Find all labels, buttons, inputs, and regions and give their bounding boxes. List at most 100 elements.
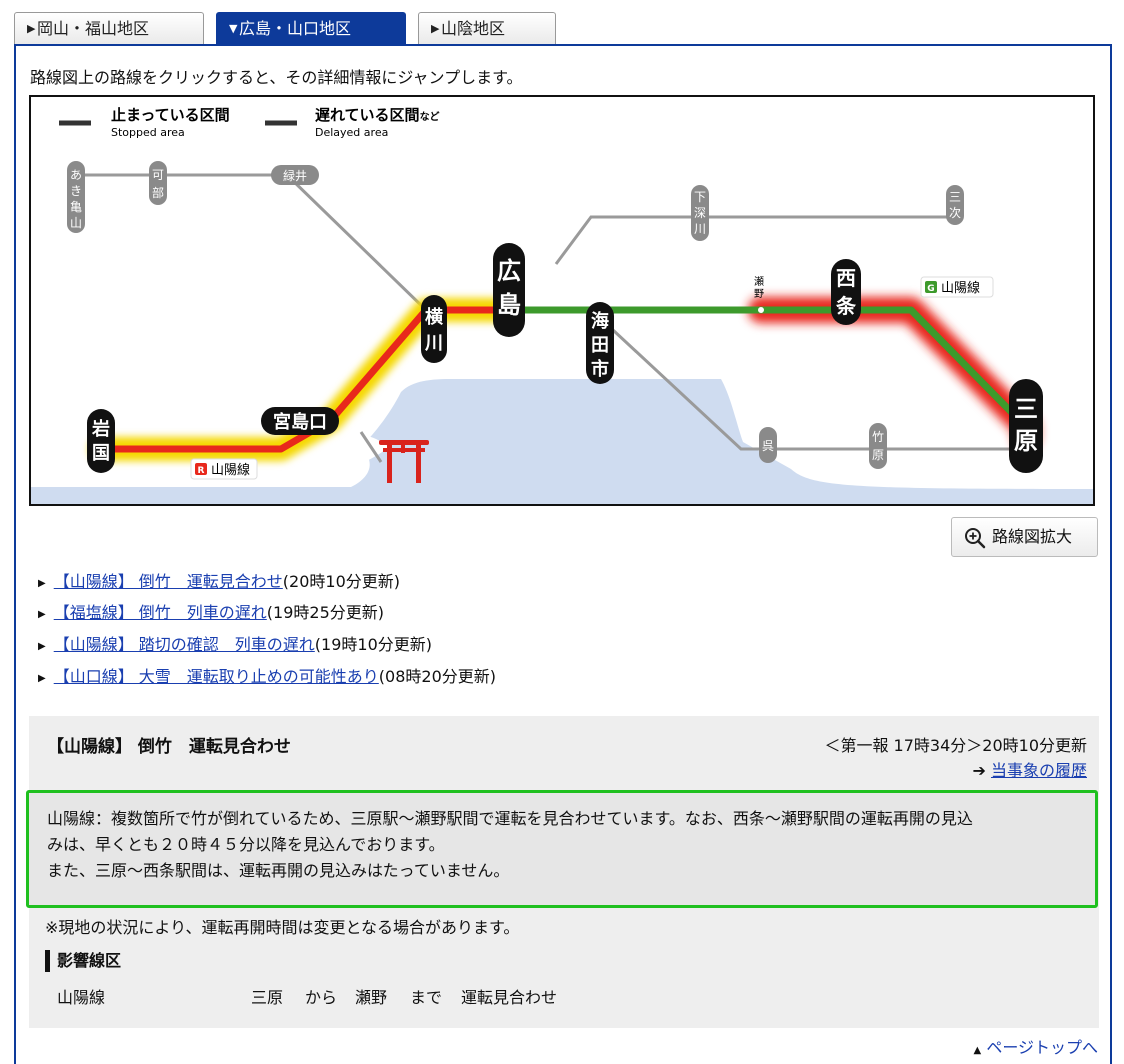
affected-to: 瀬野	[355, 988, 388, 1007]
news-time: (19時10分更新)	[314, 635, 433, 654]
route-map-svg: 止まっている区間 Stopped area 遅れている区間など Delayed …	[31, 106, 1093, 504]
seno-station-dot	[758, 307, 764, 313]
station-label: 岩	[91, 418, 110, 440]
station-label: 亀	[70, 200, 82, 214]
station-label: 三	[949, 190, 961, 204]
line-badge-g-sanyo: G 山陽線	[920, 276, 994, 298]
station-label: 横	[425, 306, 444, 328]
map-instruction: 路線図上の路線をクリックすると、その詳細情報にジャンプします。	[30, 68, 523, 87]
incident-timestamp: ＜第一報 17時34分＞20時10分更新	[824, 736, 1087, 755]
station-iwakuni[interactable]	[87, 409, 115, 473]
station-label: 呉	[762, 439, 774, 453]
ferry-line	[359, 431, 383, 463]
station-label: 宮島口	[273, 411, 327, 433]
up-arrow-icon: ▲	[973, 1045, 982, 1056]
affected-from: 三原	[251, 988, 284, 1007]
incident-history-link[interactable]: 当事象の履歴	[990, 761, 1087, 780]
route-map: 止まっている区間 Stopped area 遅れている区間など Delayed …	[29, 95, 1095, 506]
tab-sanin[interactable]: ▶ 山陰地区	[418, 12, 556, 45]
page-top-link[interactable]: ページトップへ	[986, 1038, 1098, 1057]
news-link-fukuen[interactable]: 【福塩線】 倒竹 列車の遅れ	[53, 603, 267, 622]
bullet-arrow-icon: ▶	[38, 673, 46, 684]
history-row: ➔ 当事象の履歴	[972, 757, 1087, 781]
station-label: 原	[872, 448, 884, 462]
station-label: 島	[497, 291, 521, 319]
tab-arrow-icon: ▼	[229, 22, 238, 35]
station-label: 川	[694, 222, 706, 236]
major-stations: 広 島 横 川 海 田 市 西 条 三 原 岩 国 宮島口	[87, 243, 1043, 473]
station-label: 部	[152, 185, 164, 200]
station-label: 広	[497, 257, 521, 285]
line-r-icon	[195, 463, 207, 475]
station-label: 次	[949, 206, 961, 220]
geibi-line	[554, 215, 956, 265]
incident-detail: 【山陽線】 倒竹 運転見合わせ ＜第一報 17時34分＞20時10分更新 ➔ 当…	[26, 716, 1099, 1028]
message-line: 山陽線：複数箇所で竹が倒れているため、三原駅～瀬野駅間で運転を見合わせています。…	[47, 809, 973, 828]
station-yokogawa[interactable]	[421, 295, 447, 363]
affected-lines-heading: 影響線区	[45, 950, 121, 972]
station-kure[interactable]	[759, 427, 777, 463]
bullet-arrow-icon: ▶	[38, 609, 46, 620]
station-label: 原	[1014, 427, 1038, 455]
badge-label: 山陽線	[941, 280, 980, 296]
tab-label: 山陰地区	[441, 19, 506, 38]
station-label: あ	[70, 168, 82, 182]
page-top-link-row: ▲ ページトップへ	[974, 1034, 1098, 1058]
affected-status: 運転見合わせ	[461, 988, 558, 1007]
station-label: 緑井	[283, 168, 307, 183]
station-miyajimaguchi[interactable]	[261, 407, 339, 435]
zoom-button-label: 路線図拡大	[992, 527, 1073, 546]
station-kaitaichi[interactable]	[586, 302, 614, 384]
island-edge	[349, 435, 389, 469]
news-link-yamaguchi[interactable]: 【山口線】 大雪 運転取り止めの可能性あり	[53, 667, 379, 686]
station-label: 竹	[872, 430, 884, 444]
map-legend: 止まっている区間 Stopped area 遅れている区間など Delayed …	[47, 106, 440, 139]
zoom-in-icon	[965, 528, 986, 549]
station-shimofukawa[interactable]	[691, 185, 709, 241]
station-saijo[interactable]	[831, 259, 861, 325]
station-label: 条	[836, 294, 857, 318]
legend-delayed-label: 遅れている区間など	[315, 106, 440, 124]
message-line: みは、早くとも２０時４５分以降を見込んでおります。	[47, 835, 445, 854]
badge-bg	[190, 458, 258, 480]
tab-label: 岡山・福山地区	[37, 19, 150, 38]
tab-okayama-fukuyama[interactable]: ▶ 岡山・福山地区	[14, 12, 204, 45]
map-zoom-button[interactable]: 路線図拡大	[951, 517, 1098, 557]
bullet-arrow-icon: ▶	[38, 578, 46, 589]
news-time: (19時25分更新)	[266, 603, 385, 622]
station-seno-1: 瀬	[754, 276, 764, 288]
incident-title: 【山陽線】 倒竹 運転見合わせ	[47, 737, 291, 757]
kure-line	[597, 315, 1031, 451]
message-line: また、三原～西条駅間は、運転再開の見込みはたっていません。	[47, 861, 510, 880]
list-item: ▶【山口線】 大雪 運転取り止めの可能性あり(08時20分更新)	[38, 665, 496, 689]
tab-hiroshima-yamaguchi[interactable]: ▼ 広島・山口地区	[216, 12, 406, 46]
grey-lines	[75, 173, 1031, 463]
news-link-sanyo-tochiku[interactable]: 【山陽線】 倒竹 運転見合わせ	[53, 572, 283, 591]
station-seno-2: 野	[754, 288, 764, 300]
station-hiroshima[interactable]	[493, 243, 525, 337]
station-kabe[interactable]	[149, 161, 167, 205]
bullet-arrow-icon: ▶	[38, 641, 46, 652]
incident-note: ※現地の状況により、運転再開時間は変更となる場合があります。	[45, 918, 520, 937]
station-aki-kameyama[interactable]	[67, 161, 85, 233]
affected-made: まで	[410, 988, 443, 1007]
incident-message: 山陽線：複数箇所で竹が倒れているため、三原駅～瀬野駅間で運転を見合わせています。…	[26, 790, 1098, 908]
station-label: 国	[92, 443, 110, 464]
station-label: 田	[591, 335, 609, 356]
station-label: 山	[70, 216, 82, 230]
station-mihara[interactable]	[1009, 379, 1043, 473]
sanyo-east-stop-glow	[748, 297, 1039, 450]
station-label: 三	[1014, 395, 1038, 423]
station-midorii[interactable]	[271, 165, 319, 185]
news-time: (20時10分更新)	[282, 572, 401, 591]
tab-label: 広島・山口地区	[239, 19, 352, 38]
legend-stopped-label: 止まっている区間	[111, 106, 230, 124]
line-badge-r-sanyo: R 山陽線	[190, 458, 258, 480]
affected-line-name: 山陽線	[57, 988, 106, 1007]
legend-stopped-en: Stopped area	[111, 126, 185, 139]
station-miyoshi[interactable]	[946, 185, 964, 225]
news-link-sanyo-fumikiri[interactable]: 【山陽線】 踏切の確認 列車の遅れ	[53, 635, 315, 654]
kabe-line-south	[285, 173, 428, 312]
list-item: ▶ 【福塩線】 倒竹 列車の遅れ(19時25分更新)	[38, 601, 384, 625]
station-takehara[interactable]	[869, 423, 887, 469]
